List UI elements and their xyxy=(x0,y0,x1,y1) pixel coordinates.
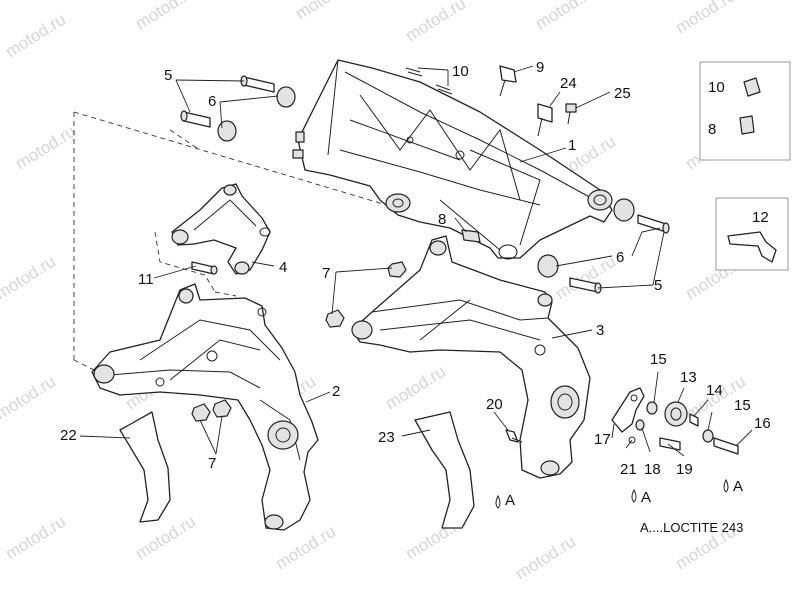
linkage-hardware-right xyxy=(611,387,739,455)
drop-icon xyxy=(723,478,729,493)
bolts-and-spacers-right xyxy=(537,198,670,294)
watermark: motod.ru xyxy=(402,0,469,45)
spacer-part-11 xyxy=(191,261,218,275)
watermark: motod.ru xyxy=(2,10,69,62)
callout-label: 7 xyxy=(322,265,330,282)
callout-label: 25 xyxy=(614,85,631,102)
cover-part-23 xyxy=(414,411,475,529)
callout-label: 6 xyxy=(208,93,216,110)
callout-labels: 5 6 10 9 24 25 1 8 4 11 7 6 5 3 2 7 22 2… xyxy=(60,59,771,478)
callout-label: 8 xyxy=(708,121,716,138)
watermark: motod.ru xyxy=(132,0,199,33)
drop-icon xyxy=(495,494,501,509)
callout-label: 12 xyxy=(752,209,769,226)
callout-label: 7 xyxy=(208,455,216,472)
screw-part-20 xyxy=(505,429,523,443)
callout-label: 5 xyxy=(654,277,662,294)
main-frame-part-1 xyxy=(292,59,613,260)
callout-label: 15 xyxy=(650,351,667,368)
callout-label: 20 xyxy=(486,396,503,413)
nuts-part-7 xyxy=(191,261,407,422)
callout-label: 23 xyxy=(378,429,395,446)
left-side-plate-part-2 xyxy=(91,283,319,531)
loctite-legend: A....LOCTITE 243 xyxy=(640,520,743,535)
callout-label: 24 xyxy=(560,75,577,92)
watermark: motod.ru xyxy=(0,252,59,304)
leader-lines xyxy=(79,65,753,457)
callout-label: 9 xyxy=(536,59,544,76)
callout-label: 11 xyxy=(138,271,154,288)
callout-label: 5 xyxy=(164,67,172,84)
loctite-drop-icons xyxy=(495,478,729,509)
callout-label: 16 xyxy=(754,415,771,432)
callout-label: 2 xyxy=(332,383,340,400)
callout-label: 13 xyxy=(680,369,697,386)
watermark: motod.ru xyxy=(672,0,739,37)
watermark: motod.ru xyxy=(532,0,599,33)
small-hardware-top xyxy=(405,65,577,243)
callout-label: 8 xyxy=(438,211,446,228)
watermark: motod.ru xyxy=(292,0,359,23)
callout-label: 21 xyxy=(620,461,637,478)
inset-box-bracket xyxy=(715,197,789,271)
watermark: motod.ru xyxy=(512,532,579,584)
drop-icon xyxy=(631,488,637,503)
bolts-and-spacers-top-left xyxy=(180,75,296,142)
callout-label: 10 xyxy=(708,79,725,96)
loctite-mark: A xyxy=(733,478,743,495)
callout-label: 22 xyxy=(60,427,77,444)
watermark: motod.ru xyxy=(2,512,69,564)
watermark: motod.ru xyxy=(12,122,79,174)
callout-label: 10 xyxy=(452,63,469,80)
callout-label: 3 xyxy=(596,322,604,339)
bracket-part-4 xyxy=(171,183,271,275)
watermark: motod.ru xyxy=(552,252,619,304)
callout-label: 19 xyxy=(676,461,693,478)
callout-label: 17 xyxy=(594,431,611,448)
callout-label: 6 xyxy=(616,249,624,266)
inset-box-clips xyxy=(699,61,791,161)
callout-label: 15 xyxy=(734,397,751,414)
watermark: motod.ru xyxy=(0,372,59,424)
callout-label: 18 xyxy=(644,461,661,478)
loctite-mark: A xyxy=(641,489,651,506)
callout-label: 14 xyxy=(706,382,723,399)
callout-label: 4 xyxy=(279,259,287,276)
loctite-mark: A xyxy=(505,492,515,509)
callout-label: 1 xyxy=(568,137,576,154)
loctite-marks: A A A xyxy=(505,478,743,509)
right-side-plate-part-3 xyxy=(351,235,591,479)
cover-part-22 xyxy=(119,411,171,523)
watermark: motod.ru xyxy=(382,362,449,414)
